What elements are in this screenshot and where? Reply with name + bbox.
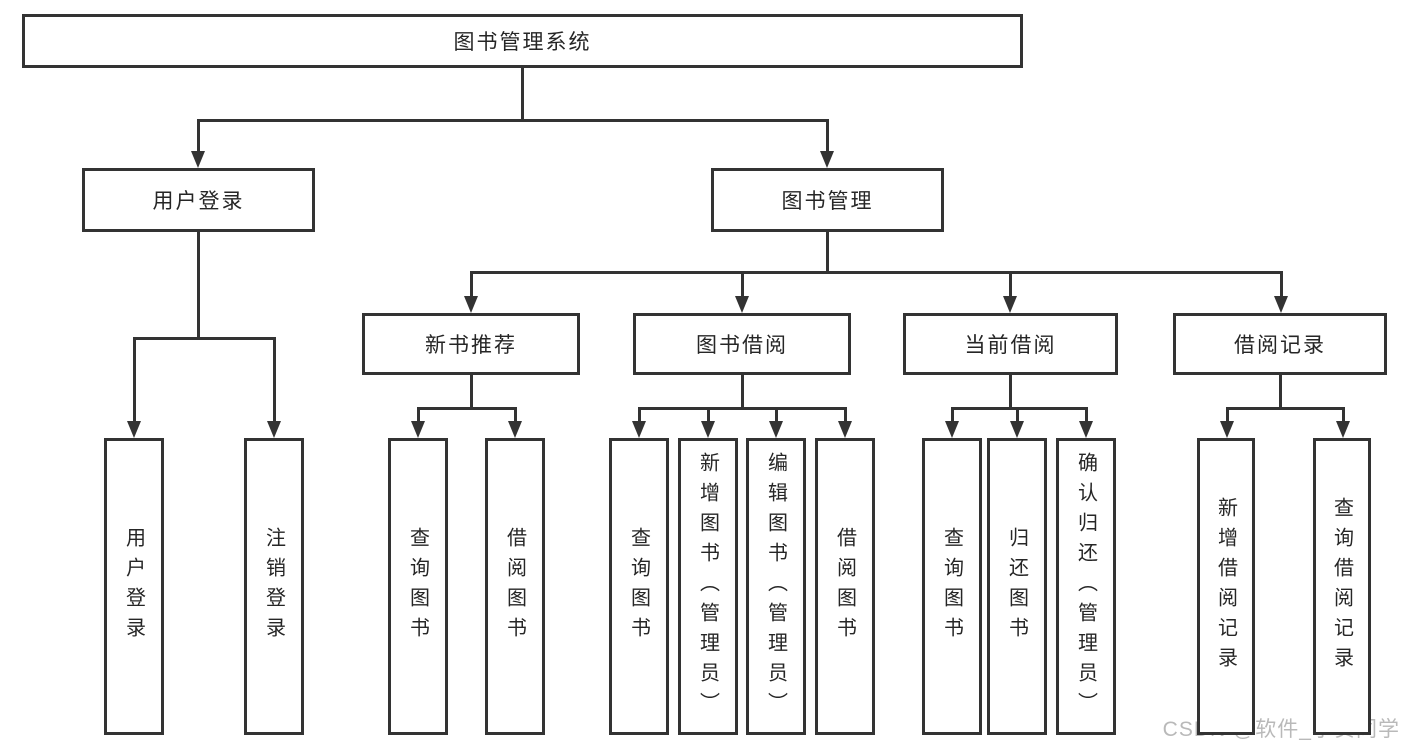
arrowhead-down-icon <box>508 421 522 438</box>
connector-root-split-stem <box>520 68 524 122</box>
connector-borrow-record-split-drop-1 <box>1341 407 1345 426</box>
node-label-leaf-cb-query: 查询图书 <box>940 526 963 647</box>
node-label-new-book-recommend: 新书推荐 <box>425 334 517 357</box>
connector-book-borrow-split-drop-1 <box>706 407 710 426</box>
node-label-leaf-br-query: 查询借阅记录 <box>1330 496 1353 677</box>
node-label-leaf-bb-add: 新增图书（管理员） <box>696 451 719 722</box>
node-label-leaf-bb-borrow: 借阅图书 <box>833 526 856 647</box>
node-label-leaf-nb-borrow: 借阅图书 <box>503 526 526 647</box>
connector-current-borrow-split-drop-0 <box>950 407 954 426</box>
node-label-leaf-user-login: 用户登录 <box>122 526 145 647</box>
node-leaf-cb-return: 归还图书 <box>987 438 1047 735</box>
connector-current-borrow-split-bar <box>950 407 1088 410</box>
arrowhead-down-icon <box>1336 421 1350 438</box>
connector-borrow-record-split-stem <box>1278 375 1282 410</box>
arrowhead-down-icon <box>735 296 749 313</box>
connector-user-login-split-drop-0 <box>132 337 136 426</box>
node-label-leaf-nb-query: 查询图书 <box>406 526 429 647</box>
connector-new-book-split-bar <box>416 407 517 410</box>
connector-user-login-split-drop-1 <box>272 337 276 426</box>
node-label-leaf-cb-return: 归还图书 <box>1005 526 1028 647</box>
connector-borrow-record-split-bar <box>1225 407 1345 410</box>
node-label-root: 图书管理系统 <box>453 31 592 54</box>
arrowhead-down-icon <box>1220 421 1234 438</box>
arrowhead-down-icon <box>1274 296 1288 313</box>
connector-new-book-split-drop-1 <box>513 407 517 426</box>
connector-root-split-bar <box>196 119 829 122</box>
connector-book-borrow-split-bar <box>637 407 847 410</box>
node-leaf-logout: 注销登录 <box>244 438 304 735</box>
connector-book-mgmt-split-drop-2 <box>1008 271 1012 301</box>
node-leaf-nb-borrow: 借阅图书 <box>485 438 545 735</box>
connector-book-mgmt-split-drop-0 <box>469 271 473 301</box>
connector-book-mgmt-split-stem <box>825 232 829 274</box>
node-book-borrowing: 图书借阅 <box>633 313 851 375</box>
connector-root-split-drop-0 <box>196 119 200 156</box>
connector-book-borrow-split-drop-0 <box>637 407 641 426</box>
connector-book-mgmt-split-drop-1 <box>740 271 744 301</box>
connector-book-mgmt-split-bar <box>469 271 1283 274</box>
connector-book-borrow-split-drop-3 <box>843 407 847 426</box>
arrowhead-down-icon <box>1079 421 1093 438</box>
connector-book-borrow-split-drop-2 <box>774 407 778 426</box>
node-label-leaf-cb-confirm: 确认归还（管理员） <box>1074 451 1097 722</box>
arrowhead-down-icon <box>267 421 281 438</box>
node-leaf-bb-add: 新增图书（管理员） <box>678 438 738 735</box>
connector-user-login-split-bar <box>132 337 276 340</box>
connector-current-borrow-split-drop-1 <box>1015 407 1019 426</box>
node-leaf-cb-confirm: 确认归还（管理员） <box>1056 438 1116 735</box>
node-current-borrowing: 当前借阅 <box>903 313 1118 375</box>
connector-current-borrow-split-drop-2 <box>1084 407 1088 426</box>
node-new-book-recommend: 新书推荐 <box>362 313 580 375</box>
connector-user-login-split-stem <box>196 232 200 340</box>
node-leaf-nb-query: 查询图书 <box>388 438 448 735</box>
node-label-leaf-br-add: 新增借阅记录 <box>1214 496 1237 677</box>
node-leaf-bb-borrow: 借阅图书 <box>815 438 875 735</box>
arrowhead-down-icon <box>945 421 959 438</box>
node-label-borrowing-records: 借阅记录 <box>1234 334 1326 357</box>
arrowhead-down-icon <box>769 421 783 438</box>
connector-root-split-drop-1 <box>825 119 829 156</box>
node-label-book-management: 图书管理 <box>781 190 874 213</box>
connector-book-mgmt-split-drop-3 <box>1279 271 1283 301</box>
node-label-book-borrowing: 图书借阅 <box>696 334 788 357</box>
node-root: 图书管理系统 <box>22 14 1023 68</box>
node-borrowing-records: 借阅记录 <box>1173 313 1387 375</box>
node-leaf-bb-query: 查询图书 <box>609 438 669 735</box>
arrowhead-down-icon <box>632 421 646 438</box>
arrowhead-down-icon <box>1003 296 1017 313</box>
arrowhead-down-icon <box>464 296 478 313</box>
arrowhead-down-icon <box>411 421 425 438</box>
node-label-leaf-bb-edit: 编辑图书（管理员） <box>764 451 787 722</box>
connector-new-book-split-drop-0 <box>416 407 420 426</box>
node-leaf-user-login: 用户登录 <box>104 438 164 735</box>
arrowhead-down-icon <box>701 421 715 438</box>
node-label-current-borrowing: 当前借阅 <box>964 334 1057 357</box>
arrowhead-down-icon <box>838 421 852 438</box>
connector-book-borrow-split-stem <box>740 375 744 410</box>
arrowhead-down-icon <box>820 151 834 168</box>
arrowhead-down-icon <box>1010 421 1024 438</box>
node-leaf-cb-query: 查询图书 <box>922 438 982 735</box>
connector-borrow-record-split-drop-0 <box>1225 407 1229 426</box>
node-label-leaf-bb-query: 查询图书 <box>627 526 650 647</box>
node-leaf-br-query: 查询借阅记录 <box>1313 438 1371 735</box>
node-book-management: 图书管理 <box>711 168 944 232</box>
node-leaf-br-add: 新增借阅记录 <box>1197 438 1255 735</box>
arrowhead-down-icon <box>191 151 205 168</box>
node-leaf-bb-edit: 编辑图书（管理员） <box>746 438 806 735</box>
node-label-user-login: 用户登录 <box>152 190 245 213</box>
connector-current-borrow-split-stem <box>1008 375 1012 410</box>
connector-new-book-split-stem <box>469 375 473 410</box>
node-user-login: 用户登录 <box>82 168 315 232</box>
arrowhead-down-icon <box>127 421 141 438</box>
node-label-leaf-logout: 注销登录 <box>262 526 285 647</box>
